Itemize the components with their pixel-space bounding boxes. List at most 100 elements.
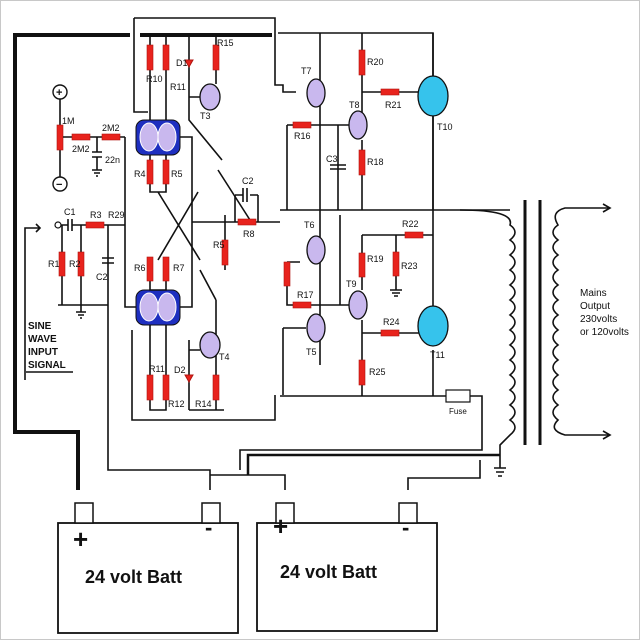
resistor-r16[interactable] [292,121,312,129]
resistor-2m2-a[interactable] [71,133,91,141]
t10-label: T10 [437,122,453,132]
diff-pair-upper[interactable] [135,119,181,156]
resistor-r11[interactable] [162,44,170,71]
neg-return-wire [107,305,211,490]
r10-label: R10 [146,74,163,84]
resistor-r21[interactable] [380,88,400,96]
d1-label: D1 [176,58,188,68]
mains-output-label: Mains Output 230volts or 120volts [580,288,629,338]
resistor-r22[interactable] [404,231,424,239]
battery-1-minus-sign: - [205,515,212,540]
r16-label: R16 [294,131,311,141]
t11-label: T11 [430,350,445,360]
mosfet-t11[interactable] [417,305,449,347]
r1-label: R1 [48,259,60,269]
resistor-r14[interactable] [212,374,220,401]
fuse-icon [445,389,471,403]
transistor-t9[interactable] [348,290,368,320]
resistor-r24[interactable] [380,329,400,337]
ground-icon [76,305,86,319]
mosfet-t10[interactable] [417,75,449,117]
r7-label: R7 [173,263,185,273]
transistor-t7[interactable] [306,78,326,108]
input-signal-label: SINE WAVE INPUT SIGNAL [26,321,73,373]
r22-label: R22 [402,219,419,229]
battery-1: + - 24 volt Batt [57,502,239,634]
c1-icon [61,219,125,231]
r18-label: R18 [367,157,384,167]
r12-label: R11 [149,364,165,374]
battery-1-label: 24 volt Batt [85,567,182,587]
resistor-r4[interactable] [146,159,154,185]
pot-1m[interactable] [56,124,64,151]
c3-label: C3 [326,154,338,164]
resistor-r6[interactable] [146,256,154,282]
input-jack-icon [54,221,62,229]
battery-2-label: 24 volt Batt [280,562,377,582]
ground-bus-wire [246,453,500,475]
resistor-r17[interactable] [292,301,312,309]
transistor-t4[interactable] [199,331,221,359]
diode-d1-icon [184,59,194,69]
plus-terminal-label: + [56,87,62,99]
battery-2-plus-sign: + [273,511,288,541]
battery-1-plus-sign: + [73,524,88,554]
r2-label: R2 [69,259,81,269]
resistor-r12[interactable] [146,374,154,401]
resistor-r10[interactable] [146,44,154,71]
chassis-ground-icon [494,460,506,477]
resistor-r7[interactable] [162,256,170,282]
c2-r8-wires [192,188,280,223]
svg-text:SINE: SINE [28,321,52,332]
resistor-r8[interactable] [237,218,257,226]
resistor-r5-upper[interactable] [162,159,170,185]
r8-label: R8 [243,229,255,239]
transistor-t8[interactable] [348,110,368,140]
resistor-r1[interactable] [58,251,66,277]
svg-text:INPUT: INPUT [28,347,58,358]
resistor-r17-pot[interactable] [283,261,291,287]
resistor-r23[interactable] [392,251,400,277]
t7-label: T7 [301,66,312,76]
resistor-r19[interactable] [358,252,366,278]
resistor-r3[interactable] [85,221,105,229]
c2-input-icon [102,257,114,264]
t6-label: T6 [304,220,315,230]
resistor-2m2-b[interactable] [101,133,121,141]
battery-2-positive-terminal [275,502,295,524]
resistor-r13[interactable] [162,374,170,401]
r21-label: R21 [385,100,402,110]
d2-label: D2 [174,365,186,375]
resistor-r20[interactable] [358,49,366,76]
r24-label: R24 [383,317,400,327]
output-arrows-icon [602,203,612,440]
lower-rail-wires [131,325,276,421]
transistor-t5[interactable] [306,313,326,343]
r6-label: R6 [134,263,146,273]
resistor-r2[interactable] [77,251,85,277]
resistor-r5-mid[interactable] [221,239,229,266]
resistor-2m2-b-label: 2M2 [102,123,120,133]
svg-text:SIGNAL: SIGNAL [28,360,66,371]
pot-label: 1M [62,116,75,126]
t5-base-wire [282,327,306,395]
r5-upper-label: R5 [171,169,183,179]
r14-label: R14 [195,399,212,409]
r13-label: R12 [168,399,185,409]
positive-rail-wire [13,33,130,490]
resistor-r15[interactable] [212,44,220,71]
r4-label: R4 [134,169,146,179]
fuse-wire [239,395,483,470]
top-feedback-loop [134,17,296,93]
diff-pair-lower[interactable] [135,289,181,326]
cap-22n-icon [92,137,102,177]
resistor-r18[interactable] [358,149,366,176]
transistor-t6[interactable] [306,235,326,265]
r17-label: R17 [297,290,314,300]
resistor-r25[interactable] [358,359,366,386]
r15-label: R15 [217,38,234,48]
svg-text:Output: Output [580,301,610,312]
input-arrow-icon [24,223,42,380]
transistor-t3[interactable] [199,83,221,111]
